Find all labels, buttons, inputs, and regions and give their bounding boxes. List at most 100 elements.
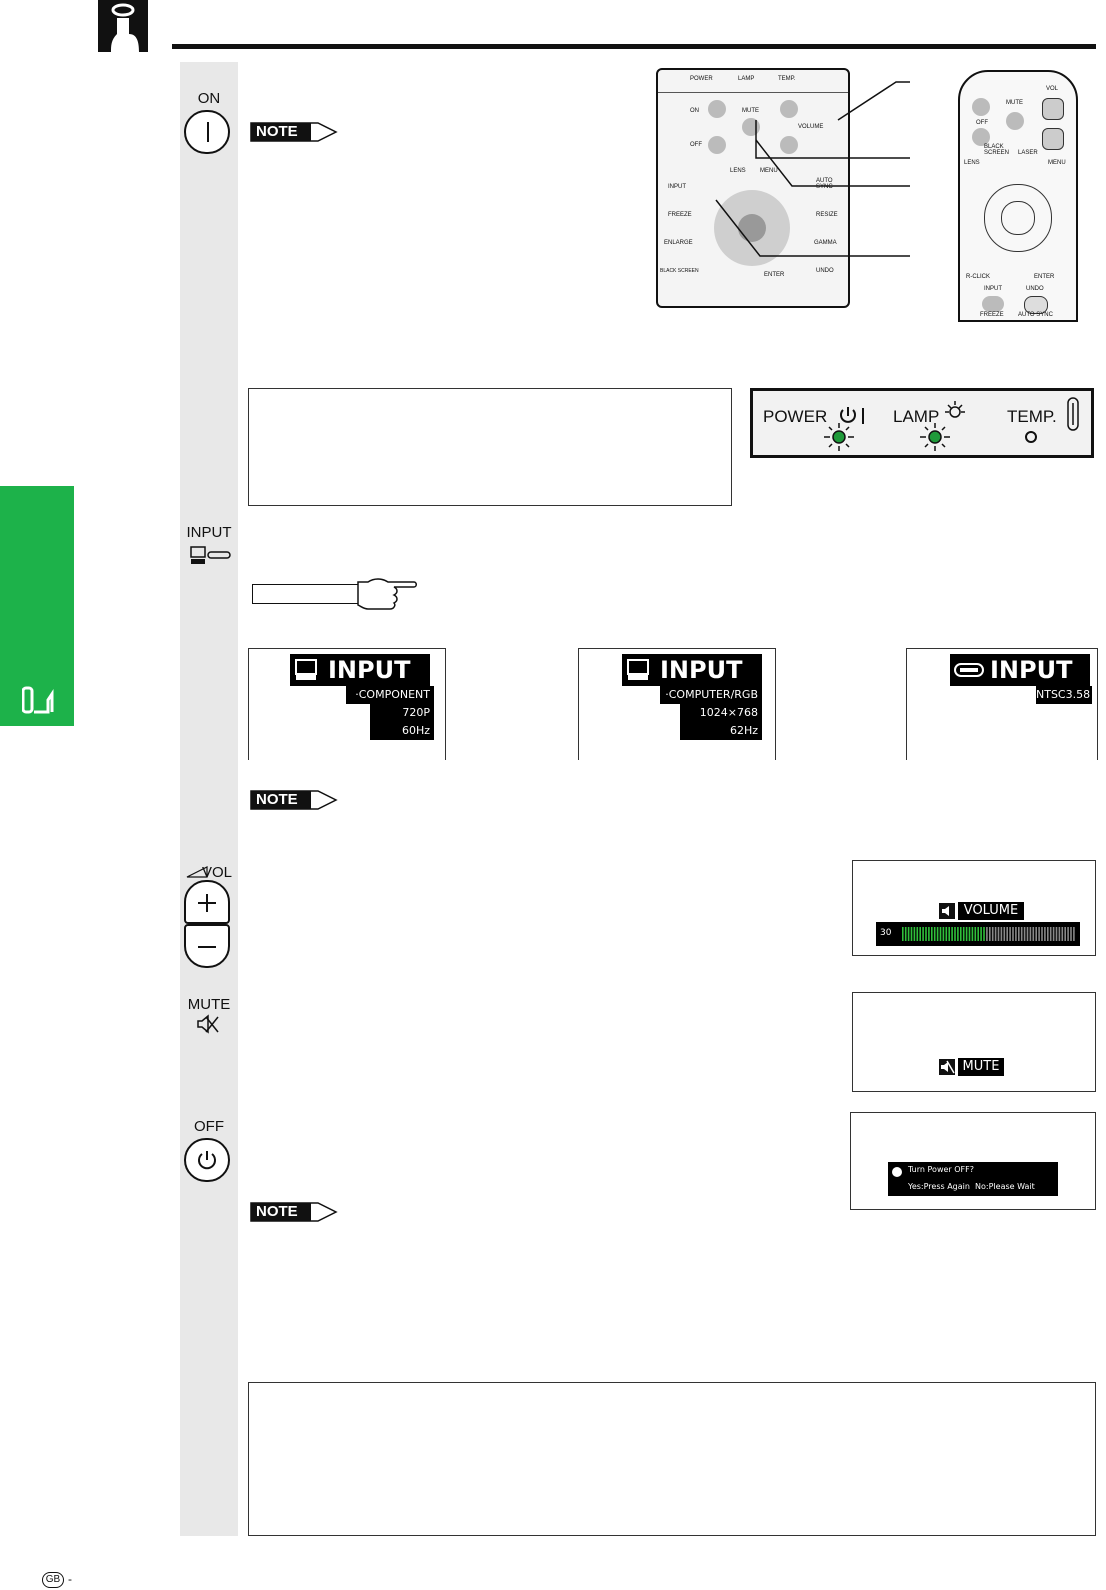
off-osd-icon [892, 1167, 902, 1177]
volume-up-button[interactable] [184, 880, 230, 924]
remote-vol-down [1042, 128, 1064, 150]
panel-input-label: INPUT [668, 184, 686, 190]
input2-line-3: 62Hz [680, 722, 762, 740]
input1-line-3: 60Hz [370, 722, 434, 740]
input-button-label: INPUT [186, 524, 232, 541]
input-icon[interactable] [190, 546, 232, 566]
remote-on-button [972, 98, 990, 116]
note-tag: NOTE [250, 1202, 340, 1222]
remote-mute-label: MUTE [1006, 100, 1023, 106]
indicator-power-label: POWER [763, 407, 828, 426]
volume-tick [902, 927, 904, 941]
input1-osd-title-bar: INPUT 1 [290, 654, 430, 712]
volume-tick [1032, 927, 1035, 941]
remote-dpad [984, 184, 1052, 252]
sidebar-strip [180, 62, 238, 1536]
volume-tick [910, 927, 913, 941]
panel-on-label: ON [690, 108, 699, 114]
off-button[interactable] [184, 1138, 230, 1182]
panel-volume-label: VOLUME [798, 124, 824, 130]
volume-tick [1018, 927, 1020, 941]
mute-button-label: MUTE [187, 996, 231, 1013]
volume-tick [1041, 927, 1043, 941]
bottom-info-box [248, 1382, 1096, 1536]
lamp-symbol-icon [945, 401, 965, 418]
panel-temp-label: TEMP. [778, 76, 796, 82]
panel-vol-down-button [780, 136, 798, 154]
panel-lens-label: LENS [730, 168, 746, 174]
header-rule [172, 44, 1096, 49]
note-label: NOTE [256, 1203, 298, 1220]
temp-led-icon [1025, 431, 1037, 443]
panel-menu-label: MENU [760, 168, 778, 174]
remote-lens-label: LENS [964, 160, 980, 166]
volume-wedge-icon [186, 866, 208, 878]
remote-control-illustration: VOL MUTE OFF BLACK SCREEN LASER LENS MEN… [958, 70, 1078, 322]
remote-menu-label: MENU [1048, 160, 1066, 166]
volume-tick [974, 927, 977, 941]
lamp-led-icon [920, 423, 950, 451]
remote-enter-label: ENTER [1034, 274, 1055, 280]
volume-tick [989, 927, 991, 941]
volume-tick [983, 927, 985, 941]
volume-tick [1020, 927, 1023, 941]
mute-icon[interactable] [196, 1014, 222, 1034]
panel-off-button [708, 136, 726, 154]
volume-tick [1049, 927, 1052, 941]
callout-lines [715, 81, 910, 257]
volume-tick [925, 927, 927, 941]
volume-tick [942, 927, 945, 941]
note-tag: NOTE [250, 122, 340, 142]
note-label: NOTE [256, 123, 298, 140]
power-led-icon [824, 423, 854, 451]
chapter-tab-icon [21, 686, 54, 716]
panel-gamma-label: GAMMA [814, 240, 837, 246]
volume-tick [939, 927, 942, 941]
remote-rclick-label: R-CLICK [966, 274, 991, 280]
volume-tick [922, 927, 924, 941]
input1-line-1: ·COMPONENT [346, 686, 434, 704]
volume-tick [1026, 927, 1029, 941]
volume-tick [1023, 927, 1026, 941]
volume-osd-bar: 30 [876, 922, 1080, 946]
off-button-label: OFF [194, 1118, 224, 1135]
volume-tick [965, 927, 968, 941]
volume-tick [931, 927, 933, 941]
volume-tick [916, 927, 919, 941]
on-button[interactable] [184, 110, 230, 154]
volume-tick [1006, 927, 1008, 941]
volume-tick [994, 927, 997, 941]
volume-tick [1064, 927, 1066, 941]
input3-osd-title-bar: INPUT 3 [950, 654, 1090, 712]
mute-osd-label: MUTE [958, 1058, 1004, 1076]
info-box [248, 388, 732, 506]
volume-tick [968, 927, 971, 941]
input2-line-1: ·COMPUTER/RGB [660, 686, 762, 704]
volume-tick [1012, 927, 1014, 941]
input2-screen-frame [578, 648, 776, 760]
panel-freeze-label: FREEZE [668, 212, 692, 218]
remote-vol-label: VOL [1046, 86, 1059, 92]
mute-osd-icon [939, 1059, 955, 1075]
region-badge: GB [42, 1572, 64, 1588]
panel-mute-label: MUTE [742, 108, 759, 114]
volume-tick [971, 927, 974, 941]
volume-tick [1003, 927, 1006, 941]
panel-enlarge-label: ENLARGE [664, 240, 693, 246]
speaker-icon [939, 903, 955, 919]
remote-input-button [982, 296, 1004, 312]
volume-tick [1052, 927, 1055, 941]
input1-line-2: 720P [370, 704, 434, 722]
volume-tick [980, 927, 982, 941]
volume-down-button[interactable] [184, 924, 230, 968]
thermometer-icon [1067, 397, 1079, 431]
vol-button-label: VOL [202, 864, 233, 881]
on-icon [207, 122, 209, 142]
off-osd-line1: Turn Power OFF? [908, 1165, 974, 1174]
volume-tick [986, 927, 988, 941]
volume-tick [1070, 927, 1072, 941]
mute-screen-frame [852, 992, 1096, 1092]
input3-line-1: NTSC3.58 [1036, 686, 1092, 704]
volume-tick [933, 927, 936, 941]
off-osd-dialog: Turn Power OFF? Yes:Press Again No:Pleas… [888, 1162, 1058, 1196]
